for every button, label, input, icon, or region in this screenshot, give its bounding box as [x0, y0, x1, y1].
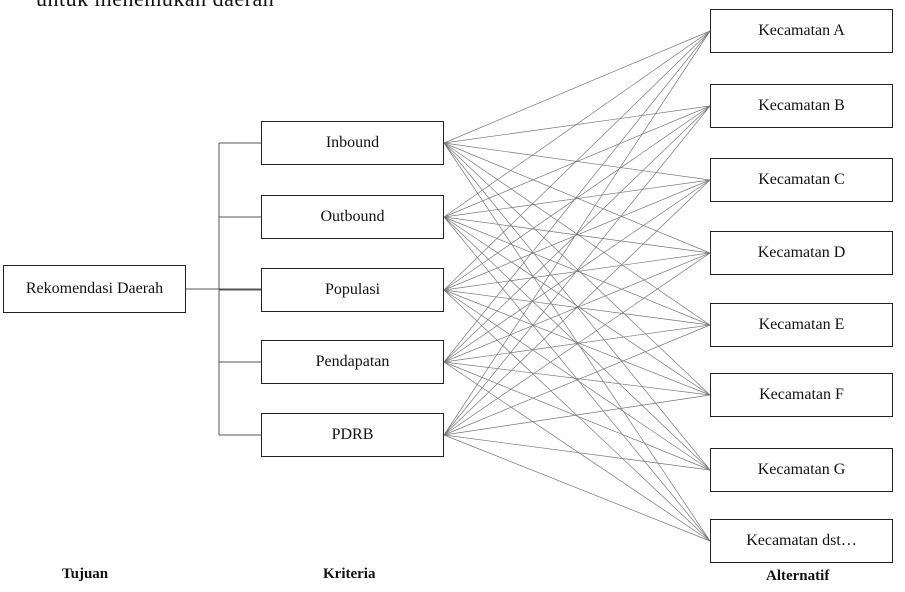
criteria-label: Outbound — [320, 208, 385, 225]
alternative-label: Kecamatan E — [758, 316, 845, 333]
alternative-label: Kecamatan B — [758, 97, 845, 114]
criteria-alternative-line — [443, 105, 711, 144]
criteria-alternative-line — [443, 105, 711, 218]
alternative-label: Kecamatan F — [759, 386, 844, 403]
criteria-alternative-line — [443, 142, 711, 542]
criteria-box-inbound: Inbound — [261, 121, 444, 165]
criteria-alternative-line — [443, 361, 711, 542]
criteria-alternative-line — [443, 105, 711, 363]
goal-box: Rekomendasi Daerah — [3, 265, 186, 313]
criteria-alternative-line — [443, 30, 711, 436]
level-label-criteria: Kriteria — [323, 566, 376, 582]
criteria-alternative-line — [443, 30, 711, 144]
alternative-box-d: Kecamatan D — [710, 231, 893, 275]
criteria-alternative-line — [443, 30, 711, 218]
criteria-alternative-line — [443, 30, 711, 291]
criteria-alternative-line — [443, 105, 711, 436]
criteria-alternative-line — [443, 252, 711, 291]
alternative-label: Kecamatan G — [757, 461, 846, 478]
criteria-alternative-line — [443, 179, 711, 436]
alternative-label: Kecamatan C — [758, 171, 845, 188]
level-label-alternatives: Alternatif — [766, 568, 830, 584]
alternative-box-e: Kecamatan E — [710, 303, 893, 347]
alternative-box-a: Kecamatan A — [710, 9, 893, 53]
alternative-label: Kecamatan dst… — [746, 532, 857, 549]
alternative-box-dst: Kecamatan dst… — [710, 519, 893, 563]
criteria-alternative-line — [443, 434, 711, 471]
level-label-goal: Tujuan — [62, 566, 109, 582]
criteria-alternative-line — [443, 394, 711, 436]
criteria-alternative-line — [443, 179, 711, 291]
criteria-alternative-line — [443, 252, 711, 436]
criteria-alternative-line — [443, 289, 711, 542]
criteria-box-outbound: Outbound — [261, 195, 444, 239]
alternative-box-f: Kecamatan F — [710, 373, 893, 417]
criteria-alternative-line — [443, 142, 711, 396]
alternative-box-c: Kecamatan C — [710, 158, 893, 202]
criteria-alternative-line — [443, 142, 711, 471]
criteria-alternative-line — [443, 105, 711, 291]
criteria-label: Populasi — [324, 281, 381, 298]
goal-label: Rekomendasi Daerah — [25, 280, 164, 297]
criteria-alternative-line — [443, 179, 711, 218]
cropped-heading-text: untuk menemukan daerah — [36, 0, 274, 12]
alternative-label: Kecamatan D — [757, 244, 846, 261]
criteria-label: Inbound — [325, 134, 380, 151]
alternative-box-g: Kecamatan G — [710, 448, 893, 492]
alternative-label: Kecamatan A — [758, 22, 845, 39]
criteria-alternative-line — [443, 30, 711, 363]
criteria-alternative-line — [443, 289, 711, 396]
criteria-alternative-line — [443, 324, 711, 363]
criteria-alternative-line — [443, 324, 711, 436]
criteria-alternative-line — [443, 216, 711, 542]
alternative-box-b: Kecamatan B — [710, 84, 893, 128]
criteria-box-pdrb: PDRB — [261, 413, 444, 457]
criteria-box-populasi: Populasi — [261, 268, 444, 312]
criteria-alternative-line — [443, 434, 711, 542]
criteria-label: PDRB — [331, 426, 374, 443]
criteria-label: Pendapatan — [315, 353, 390, 370]
criteria-box-pendapatan: Pendapatan — [261, 340, 444, 384]
